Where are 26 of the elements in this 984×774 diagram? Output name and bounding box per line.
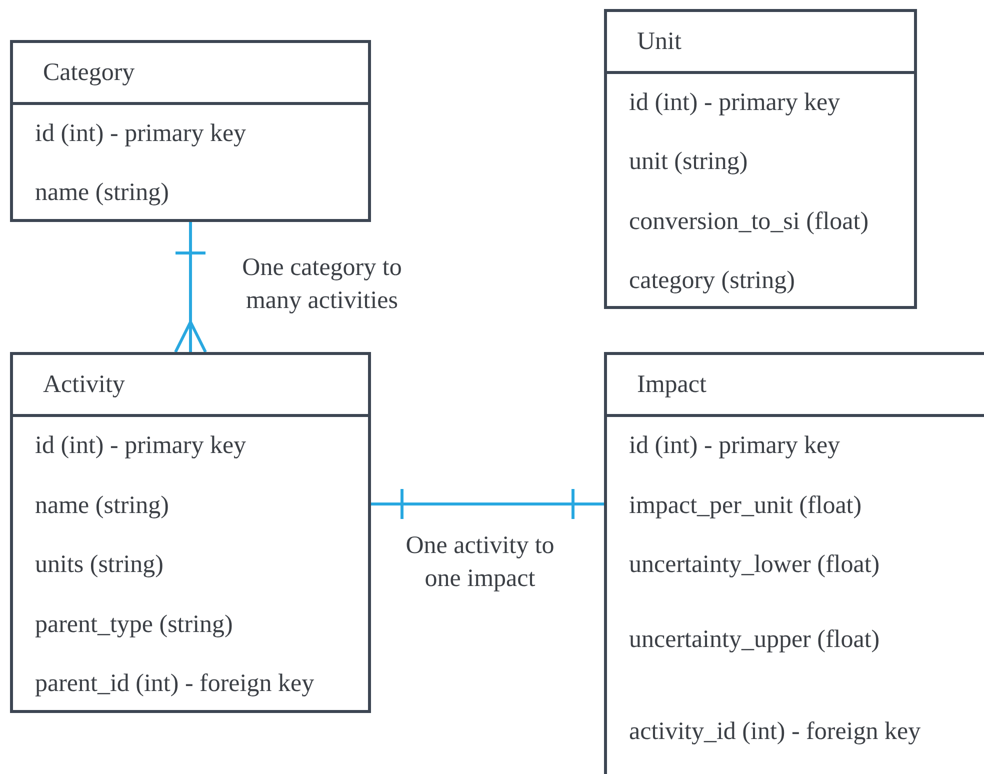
field-row: activity_id (int) - foreign key [629, 718, 921, 746]
entity-table [604, 9, 917, 309]
field-row: units (string) [35, 551, 164, 579]
field-row: id (int) - primary key [629, 432, 840, 460]
field-row: id (int) - primary key [629, 89, 840, 117]
field-row: uncertainty_upper (float) [629, 626, 880, 654]
table-title: Activity [43, 370, 125, 398]
field-row: name (string) [35, 492, 169, 520]
entity-table [604, 352, 984, 774]
field-row: id (int) - primary key [35, 120, 246, 148]
field-row: unit (string) [629, 148, 748, 176]
table-title: Category [43, 58, 135, 86]
field-row: impact_per_unit (float) [629, 492, 862, 520]
table-title: Impact [637, 370, 706, 398]
entity-table [10, 352, 371, 713]
field-row: id (int) - primary key [35, 432, 246, 460]
field-row: parent_type (string) [35, 611, 233, 639]
entity-table [10, 40, 371, 222]
field-row: uncertainty_lower (float) [629, 551, 880, 579]
relationship-line [174, 222, 207, 354]
field-row: conversion_to_si (float) [629, 208, 869, 236]
field-row: parent_id (int) - foreign key [35, 670, 314, 698]
table-title: Unit [637, 28, 682, 56]
field-row: category (string) [629, 267, 795, 295]
relationship-line [371, 488, 604, 520]
field-row: name (string) [35, 179, 169, 207]
